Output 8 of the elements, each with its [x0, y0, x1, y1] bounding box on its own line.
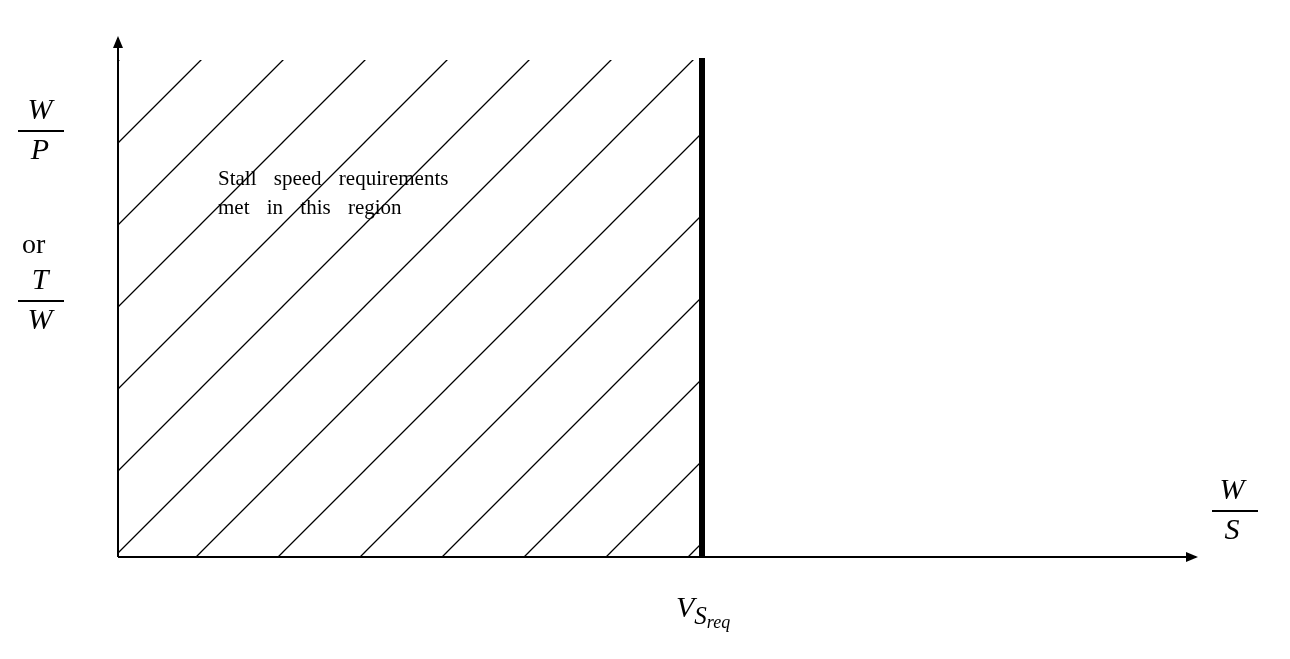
numerator: W: [1219, 472, 1245, 506]
numerator: T: [31, 262, 49, 296]
denominator: P: [30, 132, 50, 166]
y-axis-label: or: [22, 228, 46, 260]
hatched-region: [119, 60, 700, 556]
denominator: W: [27, 302, 53, 336]
numerator: W: [27, 92, 53, 126]
denominator: S: [1224, 512, 1240, 546]
